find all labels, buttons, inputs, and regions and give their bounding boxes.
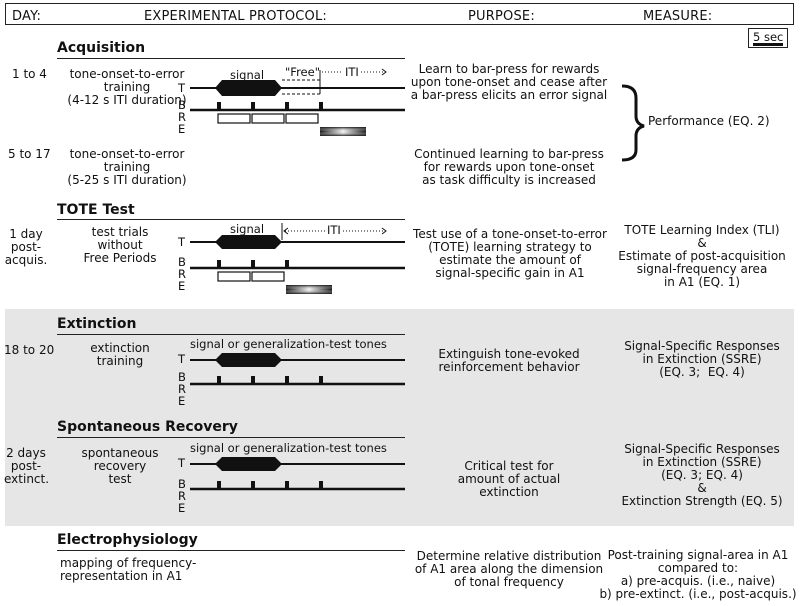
acq-E-error-shade [320,127,366,136]
acq-E-label: E [178,122,186,136]
acquisition-row1-protocol: tone-onset-to-error training (4-12 s ITI… [67,67,187,107]
extinction-day: 18 to 20 [4,343,55,357]
header-bar: DAY: EXPERIMENTAL PROTOCOL: PURPOSE: MEA… [5,3,794,25]
electrophysiology-purpose: Determine relative distribution of A1 ar… [414,549,604,589]
rec-B-tick-2 [251,481,255,489]
rec-R-label: R [178,489,186,503]
tote-protocol: test trials without Free Periods [83,225,157,265]
acq-R-box-1 [217,113,251,124]
extinction-protocol: extinction training [90,341,150,368]
acq-diagram [190,68,405,136]
ext-B-tick-4 [319,376,323,384]
acq-iti-label: ITI [345,65,359,79]
acquisition-row2-purpose: Continued learning to bar-press for rewa… [414,147,604,187]
tote-iti-arrowhead-left [283,227,289,235]
acq-B-tick-2 [251,102,255,110]
acq-signal-hexagon [215,80,282,96]
acq-R-label: R [178,110,186,124]
tote-signal-label: signal [230,222,265,236]
acquisition-row2-protocol: tone-onset-to-error training (5-25 s ITI… [67,147,187,187]
tote-R-box-2 [251,271,285,282]
ext-B-tick-3 [285,376,289,384]
recovery-day: 2 days post- extinct. [4,446,50,486]
rec-E-label: E [178,501,186,515]
tote-T-label: T [178,235,186,249]
tote-iti-arrowhead-right [381,227,387,235]
acq-T-label: T [178,81,186,95]
header-measure: MEASURE: [643,9,713,24]
acq-B-tick-4 [319,102,323,110]
tote-signal-hexagon [215,235,282,249]
ext-B-label: B [178,370,186,384]
header-protocol: EXPERIMENTAL PROTOCOL: [144,9,328,24]
extinction-measure: Signal-Specific Responses in Extinction … [624,339,780,379]
ext-signal-hexagon [215,353,282,367]
rec-diagram [190,457,405,491]
acq-iti-arrowhead [381,68,387,76]
scale-bar-line [753,43,783,46]
ext-B-tick-2 [251,376,255,384]
rec-B-label: B [178,477,186,491]
header-purpose: PURPOSE: [468,9,535,24]
tote-purpose: Test use of a tone-onset-to-error (TOTE)… [413,227,607,280]
tote-iti-label: ITI [327,223,341,237]
acq-signal-label: signal [230,68,265,82]
rec-T-label: T [178,456,186,470]
extinction-purpose: Extinguish tone-evoked reinforcement beh… [438,347,580,374]
tote-E-error-shade [286,285,332,294]
acquisition-rule [57,58,405,59]
tote-rule [57,219,405,220]
recovery-protocol: spontaneous recovery test [81,446,159,486]
tote-B-tick-2 [251,260,255,268]
recovery-rule [57,437,405,438]
ext-diagram [190,353,405,386]
recovery-title: Spontaneous Recovery [57,419,238,435]
tote-B-tick-3 [285,260,289,268]
tote-R-label: R [178,267,186,281]
acquisition-brace [621,84,645,162]
rec-B-tick-4 [319,481,323,489]
rec-B-tick-3 [285,481,289,489]
tote-title: TOTE Test [57,202,135,218]
scale-bar-box: 5 sec [748,28,788,48]
acquisition-measure: Performance (EQ. 2) [648,114,770,128]
acquisition-row1-purpose: Learn to bar-press for rewards upon tone… [410,62,608,102]
tote-R-box-1 [217,271,251,282]
acq-B-tick-1 [217,102,221,110]
rec-B-tick-1 [217,481,221,489]
ext-B-tick-1 [217,376,221,384]
electrophysiology-title: Electrophysiology [57,532,198,548]
acq-R-box-3 [285,113,319,124]
acquisition-title: Acquisition [57,40,146,56]
rec-signal-label: signal or generalization-test tones [190,441,387,455]
ext-T-label: T [178,352,186,366]
acq-R-box-2 [251,113,285,124]
ext-signal-label: signal or generalization-test tones [190,337,387,351]
electrophysiology-rule [57,550,405,551]
tote-B-tick-1 [217,260,221,268]
tote-diagram [190,223,405,294]
scale-bar-label: 5 sec [753,30,784,44]
ext-R-label: R [178,382,186,396]
acquisition-row2-day: 5 to 17 [8,147,51,161]
rec-signal-hexagon [215,457,282,471]
tote-day: 1 day post- acquis. [4,227,48,267]
header-day: DAY: [12,9,42,24]
ext-E-label: E [178,394,186,408]
extinction-title: Extinction [57,316,137,332]
acq-B-tick-3 [285,102,289,110]
acquisition-row1-day: 1 to 4 [12,67,47,81]
recovery-purpose: Critical test for amount of actual extin… [457,459,561,499]
electrophysiology-measure: Post-training signal-area in A1 compared… [599,548,797,601]
tote-B-label: B [178,255,186,269]
extinction-rule [57,334,405,335]
electrophysiology-protocol: mapping of frequency- representation in … [60,556,197,583]
recovery-measure: Signal-Specific Responses in Extinction … [621,442,783,508]
acq-free-label: "Free" [285,65,320,79]
tote-E-label: E [178,279,186,293]
tote-measure: TOTE Learning Index (TLI) & Estimate of … [618,223,786,289]
acq-B-label: B [178,98,186,112]
